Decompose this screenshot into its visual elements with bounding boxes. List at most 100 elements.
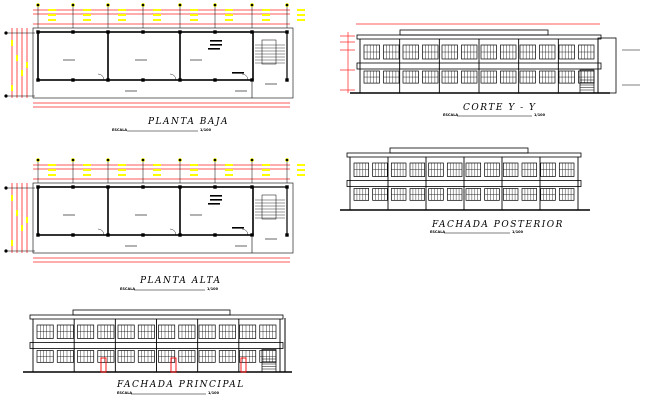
- corte-title: CORTE Y - Y: [463, 103, 536, 113]
- axis-bubble: [36, 3, 40, 7]
- dimension-text: [118, 14, 126, 16]
- stair-block: [261, 349, 277, 373]
- dimension-text: [21, 225, 23, 231]
- axis-bubble: [71, 158, 75, 162]
- planta-baja-scale-value: 1/100: [200, 128, 212, 132]
- fachada-principal-scale-label: ESCALA: [117, 391, 132, 395]
- fachada-posterior-elevation: [340, 147, 590, 211]
- dimension-text: [262, 169, 270, 171]
- planta-alta-title: PLANTA ALTA: [139, 276, 222, 286]
- dimension-text: [190, 19, 198, 21]
- roof-slab: [29, 314, 284, 320]
- column: [106, 233, 110, 237]
- axis-bubble: [71, 3, 75, 7]
- classroom-walls: [37, 31, 254, 81]
- building-outline: [32, 182, 294, 254]
- corte-scale-label: ESCALA: [443, 113, 458, 117]
- column: [213, 233, 217, 237]
- dimension-text: [153, 14, 161, 16]
- axis-bubble: [141, 3, 145, 7]
- fachada-principal-elevation: [23, 309, 292, 373]
- roof-parapet: [389, 147, 529, 154]
- column: [285, 185, 289, 189]
- axis-bubble: [250, 3, 254, 7]
- door-swing: [241, 228, 249, 236]
- dimension-text: [83, 169, 91, 171]
- column: [141, 30, 145, 34]
- column: [36, 30, 40, 34]
- planta-baja-scale-label: ESCALA: [112, 128, 127, 132]
- stair-core: [597, 37, 617, 94]
- door: [240, 357, 247, 373]
- dimension-text: [48, 164, 56, 166]
- corte-section: [340, 23, 640, 94]
- dimension-text: [11, 40, 13, 46]
- stair-rail: [261, 194, 277, 220]
- dimension-text: [118, 174, 126, 176]
- axis-bubble: [4, 94, 8, 98]
- note-text: [210, 44, 222, 46]
- column: [36, 78, 40, 82]
- column: [250, 185, 254, 189]
- dimension-text: [190, 14, 198, 16]
- stair-rail: [261, 39, 277, 65]
- fachada-principal-title: FACHADA PRINCIPAL: [116, 380, 245, 390]
- axis-bubble: [213, 158, 217, 162]
- dimension-text: [262, 174, 270, 176]
- dimension-text: [48, 14, 56, 16]
- dimension-text: [48, 169, 56, 171]
- fachada-principal-scale-value: 1/100: [208, 391, 220, 395]
- door-swing: [97, 228, 105, 236]
- roof-slab: [356, 34, 602, 40]
- dimension-text: [297, 169, 305, 171]
- column: [141, 185, 145, 189]
- axis-bubble: [178, 158, 182, 162]
- column: [106, 30, 110, 34]
- dimension-text: [225, 169, 233, 171]
- column: [285, 30, 289, 34]
- dimension-text: [153, 164, 161, 166]
- dimension-text: [225, 174, 233, 176]
- dimension-text: [153, 174, 161, 176]
- axis-bubble: [141, 158, 145, 162]
- dimension-text: [83, 164, 91, 166]
- axis-bubble: [213, 3, 217, 7]
- roof-parapet: [399, 29, 549, 36]
- dimension-text: [190, 9, 198, 11]
- dimension-text: [153, 19, 161, 21]
- dimension-text: [225, 9, 233, 11]
- roof-parapet: [72, 309, 231, 316]
- door-swing: [169, 73, 177, 81]
- dimension-text: [83, 14, 91, 16]
- dimension-text: [11, 195, 13, 201]
- dimension-text: [48, 19, 56, 21]
- dimension-text: [16, 55, 18, 61]
- dimension-text: [26, 217, 28, 223]
- door: [100, 357, 107, 373]
- door-swing: [97, 73, 105, 81]
- column: [71, 185, 75, 189]
- column: [106, 185, 110, 189]
- building-outline: [32, 27, 294, 99]
- axis-bubble: [285, 3, 289, 7]
- dimension-text: [225, 14, 233, 16]
- dimension-text: [48, 9, 56, 11]
- axis-bubble: [106, 3, 110, 7]
- door-swing: [169, 228, 177, 236]
- column: [213, 185, 217, 189]
- fachada-posterior-scale-value: 1/100: [512, 230, 524, 234]
- column: [250, 78, 254, 82]
- column: [213, 78, 217, 82]
- planta-baja-plan: [4, 3, 305, 108]
- planta-alta-scale-label: ESCALA: [120, 287, 135, 291]
- dimension-text: [262, 164, 270, 166]
- column: [285, 233, 289, 237]
- column: [178, 30, 182, 34]
- axis-bubble: [106, 158, 110, 162]
- dimension-text: [118, 169, 126, 171]
- dimension-text: [190, 174, 198, 176]
- stair-block: [579, 69, 595, 94]
- door-swing: [241, 73, 249, 81]
- dimension-text: [153, 9, 161, 11]
- column: [106, 78, 110, 82]
